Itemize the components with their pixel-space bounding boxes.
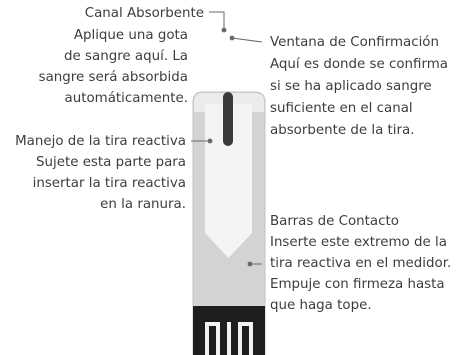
contact-bars-line-2: tira reactiva en el medidor. — [270, 256, 451, 271]
contact-bars-line-3: Empuje con firmeza hasta — [270, 277, 445, 292]
confirmation-window-line-3: suficiente en el canal — [270, 101, 413, 116]
contact-bar-4 — [238, 322, 242, 355]
strip-handle-title: Manejo de la tira reactiva — [15, 134, 186, 149]
contact-bar-1 — [205, 322, 209, 355]
confirmation-window-line-4: absorbente de la tira. — [270, 123, 414, 138]
callout-contact-bars: Barras de Contacto Inserte este extremo … — [270, 214, 451, 313]
dot-confirmation-window — [229, 35, 235, 41]
callout-absorbent-channel: Canal Absorbente Aplique una gota de san… — [39, 6, 204, 106]
dot-strip-handle — [207, 138, 213, 144]
confirmation-window-title: Ventana de Confirmación — [270, 34, 439, 50]
contact-bar-joint-right — [238, 322, 253, 326]
contact-bar-joint-left — [205, 322, 220, 326]
dot-absorbent-channel — [221, 27, 227, 33]
confirmation-window-line-2: si se ha aplicado sangre — [270, 79, 432, 94]
contact-bar-5 — [249, 322, 253, 355]
absorbent-channel-line-2: de sangre aquí. La — [64, 48, 188, 64]
leader-confirmation-window — [231, 37, 263, 43]
confirmation-window-chevron — [205, 104, 252, 258]
absorbent-channel-title: Canal Absorbente — [85, 6, 204, 21]
contact-bars-line-4: que haga tope. — [270, 298, 372, 313]
callout-strip-handle: Manejo de la tira reactiva Sujete esta p… — [15, 134, 186, 212]
absorbent-channel-mark — [223, 92, 233, 146]
contact-bar-2 — [216, 322, 220, 355]
leader-dots — [207, 27, 253, 267]
strip-handle-line-2: insertar la tira reactiva — [33, 176, 186, 191]
absorbent-channel-line-3: sangre será absorbida — [39, 69, 188, 85]
dot-contact-bars — [247, 261, 253, 267]
strip-handle-line-3: en la ranura. — [100, 197, 186, 212]
leader-lines — [191, 11, 263, 265]
absorbent-channel-line-4: automáticamente. — [65, 90, 188, 106]
test-strip — [192, 91, 266, 355]
callout-confirmation-window: Ventana de Confirmación Aquí es donde se… — [270, 34, 448, 138]
contact-bars-line-1: Inserte este extremo de la — [270, 235, 447, 250]
confirmation-window-line-1: Aquí es donde se confirma — [270, 56, 448, 72]
strip-handle-line-1: Sujete esta parte para — [36, 155, 186, 170]
absorbent-channel-line-1: Aplique una gota — [74, 28, 188, 43]
contact-bar-3 — [227, 322, 231, 355]
contact-bars-title: Barras de Contacto — [270, 214, 399, 229]
contact-bars — [205, 322, 253, 355]
leader-absorbent-channel — [209, 11, 225, 30]
